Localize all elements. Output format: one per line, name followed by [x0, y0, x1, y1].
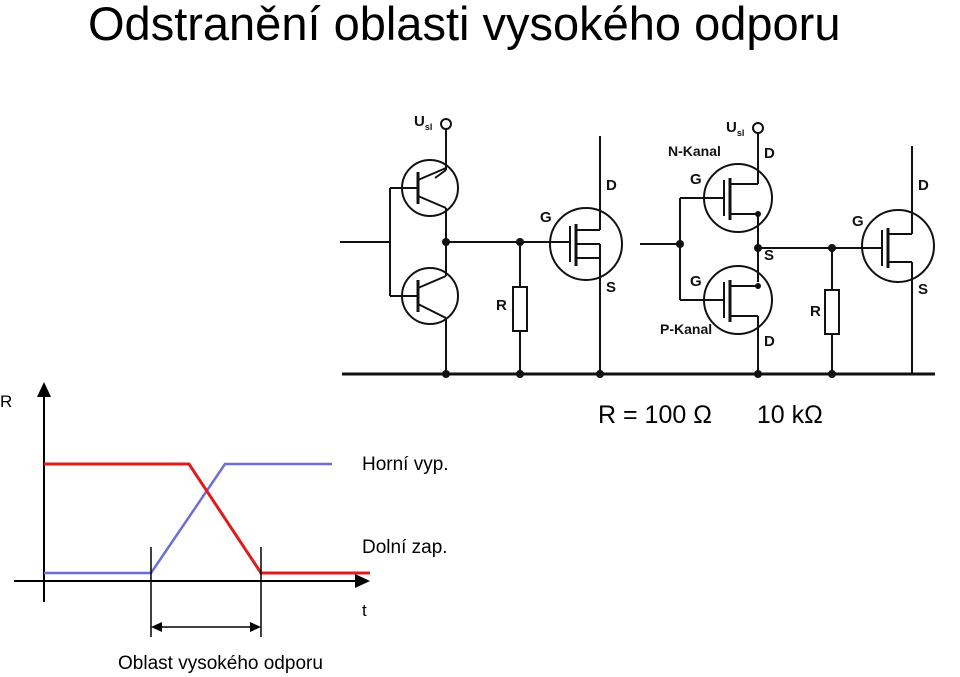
source-label: S: [606, 279, 616, 296]
gate-label: G: [690, 171, 702, 188]
gate-label: G: [690, 273, 702, 290]
resistance-value-low: R = 100 Ω: [598, 401, 712, 429]
p-kanal-label: P-Kanal: [660, 321, 712, 337]
resistance-value-high: 10 kΩ: [756, 401, 823, 429]
region-arrow-head-left: [151, 622, 162, 632]
n-kanal-label: N-Kanal: [668, 143, 721, 159]
drain-label: D: [764, 333, 775, 350]
y-axis-arrow: [37, 382, 51, 397]
drain-label: D: [918, 177, 929, 194]
source-label: S: [918, 281, 928, 298]
x-axis-label: t: [362, 601, 367, 620]
red-curve: [44, 462, 370, 575]
region-arrow-head-right: [250, 622, 261, 632]
lower-switch-label: Dolní zap.: [362, 537, 448, 558]
resistor-label: R: [810, 303, 821, 320]
y-axis-label: R: [0, 392, 13, 411]
upper-switch-label: Horní vyp.: [362, 454, 449, 475]
blue-curve: [44, 462, 332, 575]
resistor-label: R: [496, 297, 507, 314]
slide-title: Odstranění oblasti vysokého odporu: [88, 0, 841, 50]
drain-label: D: [764, 145, 775, 162]
source-label: S: [764, 247, 774, 264]
x-axis-arrow: [355, 574, 370, 588]
high-resistance-region-label: Oblast vysokého odporu: [118, 653, 323, 674]
supply-label-right: Usl: [726, 119, 744, 138]
supply-label-left: Usl: [414, 113, 432, 132]
gate-label: G: [852, 213, 864, 230]
resistance-values: R = 100 Ω 10 kΩ: [598, 401, 823, 430]
drain-label: D: [606, 177, 617, 194]
gate-label: G: [540, 209, 552, 226]
